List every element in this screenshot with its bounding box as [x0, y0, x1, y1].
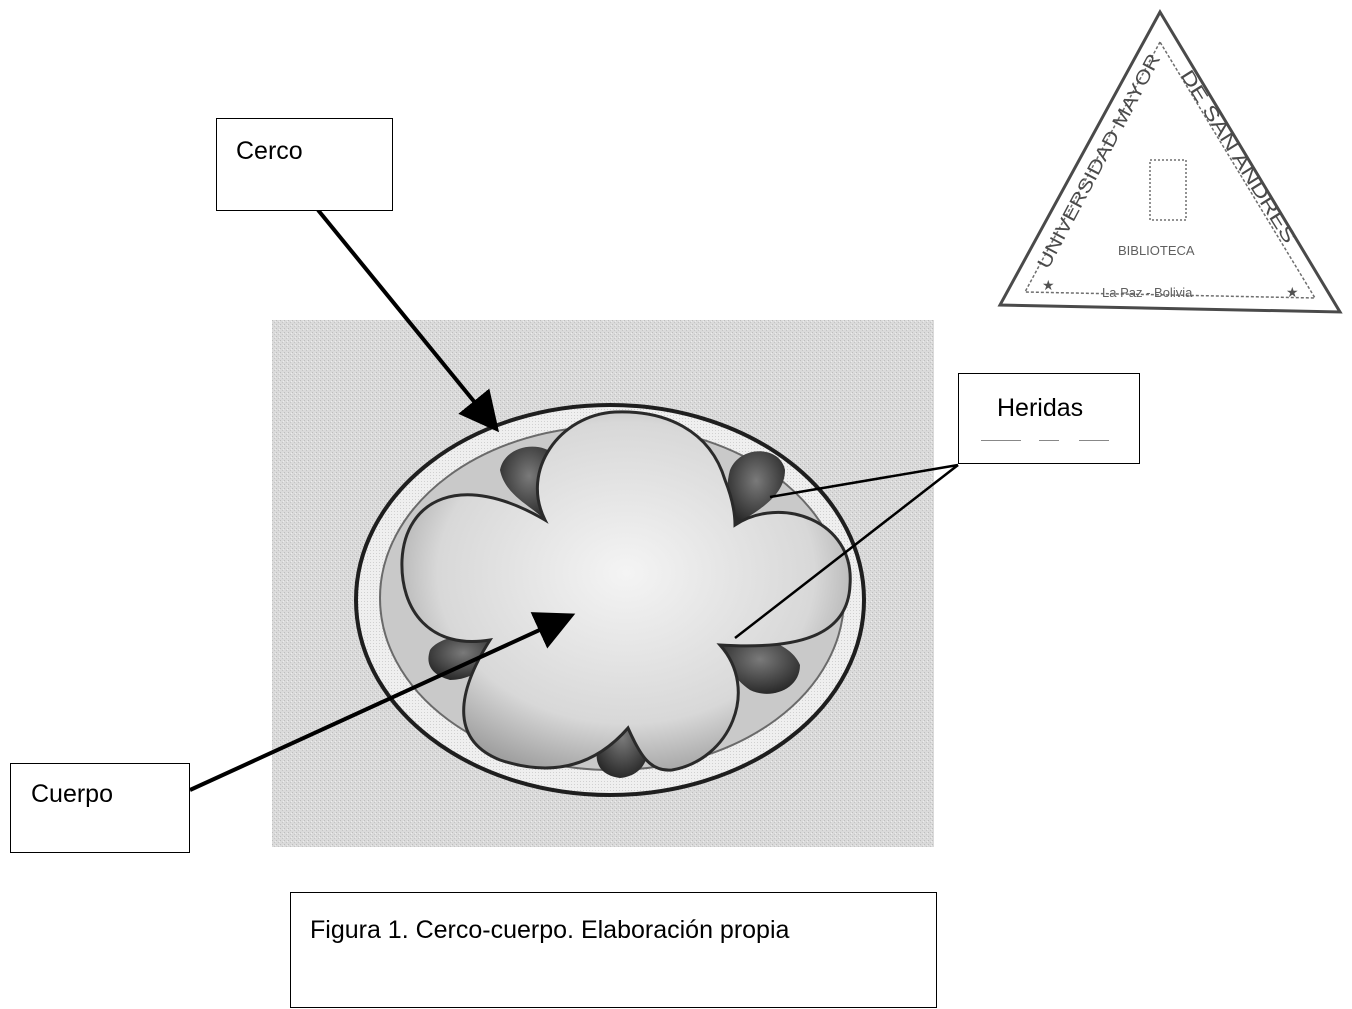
stamp-inner-triangle: [1025, 42, 1315, 298]
label-cerco: Cerco: [236, 139, 303, 164]
illustration: [272, 320, 934, 847]
figure-caption: Figura 1. Cerco-cuerpo. Elaboración prop…: [310, 918, 789, 943]
label-box-cuerpo: Cuerpo: [10, 763, 190, 853]
stamp-university-text: UNIVERSIDAD MAYOR: [1034, 51, 1165, 273]
faint-underline: [1039, 440, 1059, 441]
library-stamp: UNIVERSIDAD MAYOR DE SAN ANDRES BIBLIOTE…: [1000, 12, 1340, 312]
faint-underline: [1079, 440, 1109, 441]
stamp-star-left: ★: [1042, 278, 1055, 294]
label-box-heridas: Heridas: [958, 373, 1140, 464]
label-box-cerco: Cerco: [216, 118, 393, 211]
stamp-star-right: ★: [1286, 285, 1299, 301]
stamp-library-text: BIBLIOTECA: [1118, 243, 1195, 258]
figure-caption-box: Figura 1. Cerco-cuerpo. Elaboración prop…: [290, 892, 937, 1008]
label-heridas: Heridas: [997, 396, 1083, 421]
stamp-san-andres-text: DE SAN ANDRES: [1176, 67, 1300, 248]
label-cuerpo: Cuerpo: [31, 782, 113, 807]
faint-underline: [981, 440, 1021, 441]
stamp-location-text: La Paz - Bolivia: [1102, 285, 1193, 300]
stamp-emblem: [1150, 160, 1186, 220]
